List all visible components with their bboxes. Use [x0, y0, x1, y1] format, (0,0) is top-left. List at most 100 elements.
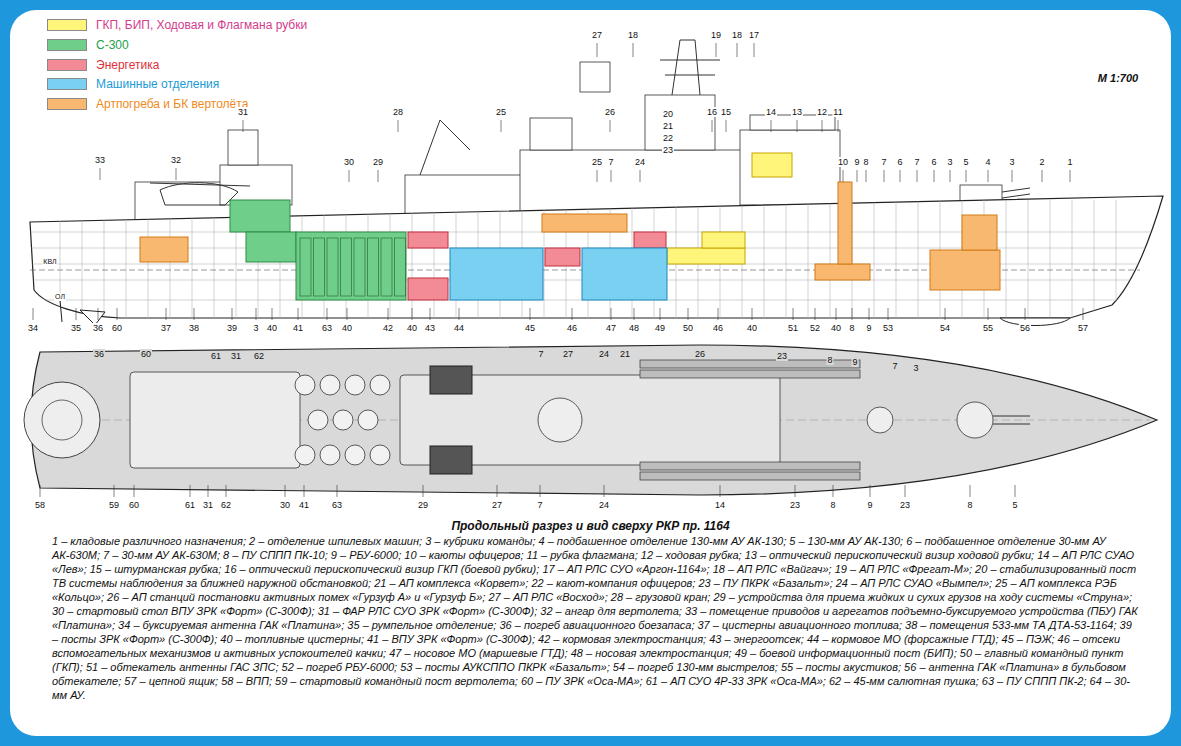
compartment — [702, 232, 745, 248]
turret — [867, 407, 893, 433]
mast-yard — [660, 60, 720, 75]
callout-number: 46 — [566, 323, 578, 333]
leader-line — [232, 308, 233, 320]
bulkhead-line — [896, 200, 897, 320]
leader-line — [117, 308, 118, 320]
helipad-ring — [42, 400, 82, 440]
callout-number: 63 — [331, 500, 343, 510]
legend-swatch — [47, 98, 87, 110]
compartment — [450, 248, 543, 300]
callout-number: 16 — [706, 107, 718, 117]
caption-text: 1 – кладовые различного назначения; 2 – … — [52, 534, 1140, 702]
callout-number: 8 — [848, 323, 855, 333]
legend-swatch — [47, 39, 87, 51]
legend-swatch — [47, 59, 87, 71]
callout-number: 30 — [279, 500, 291, 510]
waterline-label: КВЛ — [42, 258, 57, 266]
leader-line — [884, 170, 885, 182]
leader-line — [33, 308, 34, 320]
callout-number: 18 — [627, 30, 639, 40]
launcher-hatch — [333, 410, 353, 430]
launcher-cell — [300, 238, 311, 296]
leader-line — [597, 43, 598, 57]
callout-number: 30 — [343, 157, 355, 167]
leader-line — [900, 170, 901, 182]
callout-number: 31 — [237, 107, 249, 117]
diagram-title: Продольный разрез и вид сверху РКР пр. 1… — [0, 519, 1181, 533]
leader-line — [347, 308, 348, 320]
leader-line — [398, 120, 399, 132]
bulkhead-line — [82, 200, 83, 320]
bulkhead-line — [1006, 200, 1007, 320]
launcher-cell — [381, 238, 392, 296]
callout-number: 2 — [1038, 157, 1045, 167]
callout-number: 33 — [94, 155, 106, 165]
launch-tube — [640, 370, 860, 378]
leader-line — [712, 120, 713, 132]
launcher-hatch — [370, 375, 390, 395]
legend-text: Машинные отделения — [96, 77, 219, 91]
leader-line — [497, 485, 498, 497]
leader-line — [349, 170, 350, 182]
callout-number: 58 — [34, 500, 46, 510]
gun-barrel — [1002, 188, 1030, 198]
scale-label: М 1:700 — [1097, 72, 1139, 85]
callout-number: 24 — [598, 500, 610, 510]
callout-number: 27 — [491, 500, 503, 510]
callout-number: 23 — [899, 500, 911, 510]
leader-line — [754, 43, 755, 57]
bulkhead-line — [126, 200, 127, 320]
leader-line — [843, 170, 844, 182]
leader-line — [988, 170, 989, 182]
leader-line — [1042, 170, 1043, 182]
power — [408, 232, 666, 300]
callout-number: 9 — [866, 500, 873, 510]
leader-line — [726, 120, 727, 132]
launcher-hatch — [295, 375, 315, 395]
bulkhead-line — [434, 200, 435, 320]
callout-number: 19 — [710, 30, 722, 40]
mast — [672, 40, 700, 95]
callout-number: 8 — [862, 157, 869, 167]
callout-number: 50 — [682, 323, 694, 333]
compartment — [582, 248, 667, 300]
leader-line — [633, 43, 634, 57]
bulkhead-line — [874, 200, 875, 320]
callout-number: 40 — [746, 323, 758, 333]
leader-line — [660, 308, 661, 320]
callout-number: 9 — [865, 323, 872, 333]
callout-number: 5 — [1011, 500, 1018, 510]
bulkhead-line — [1028, 200, 1029, 320]
leader-line — [857, 170, 858, 182]
callout-number: 26 — [694, 349, 706, 359]
launcher-hatch — [295, 445, 315, 465]
leader-line — [1083, 308, 1084, 320]
leader-line — [950, 170, 951, 182]
callout-number: 8 — [966, 500, 973, 510]
leader-lines — [33, 43, 1083, 497]
launcher-cell — [368, 238, 379, 296]
leader-line — [430, 308, 431, 320]
leader-line — [870, 485, 871, 497]
callout-number: 3 — [1008, 157, 1015, 167]
mast-base — [538, 398, 582, 442]
callout-number: 10 — [837, 157, 849, 167]
callout-number: 34 — [27, 323, 39, 333]
callout-number: 14 — [714, 500, 726, 510]
callout-number: 27 — [591, 30, 603, 40]
leader-line — [134, 485, 135, 497]
leader-line — [604, 485, 605, 497]
leader-line — [100, 168, 101, 180]
callout-number: 21 — [619, 349, 631, 359]
callout-number: 1 — [1066, 157, 1073, 167]
leader-line — [866, 170, 867, 182]
launcher-hatch — [345, 445, 365, 465]
callout-number: 20 — [662, 109, 674, 119]
callout-number: 13 — [791, 107, 803, 117]
callout-number: 49 — [654, 323, 666, 333]
leader-line — [822, 120, 823, 132]
launcher-cell — [341, 238, 352, 296]
callout-number: 31 — [202, 500, 214, 510]
bulkhead-line — [764, 200, 765, 320]
